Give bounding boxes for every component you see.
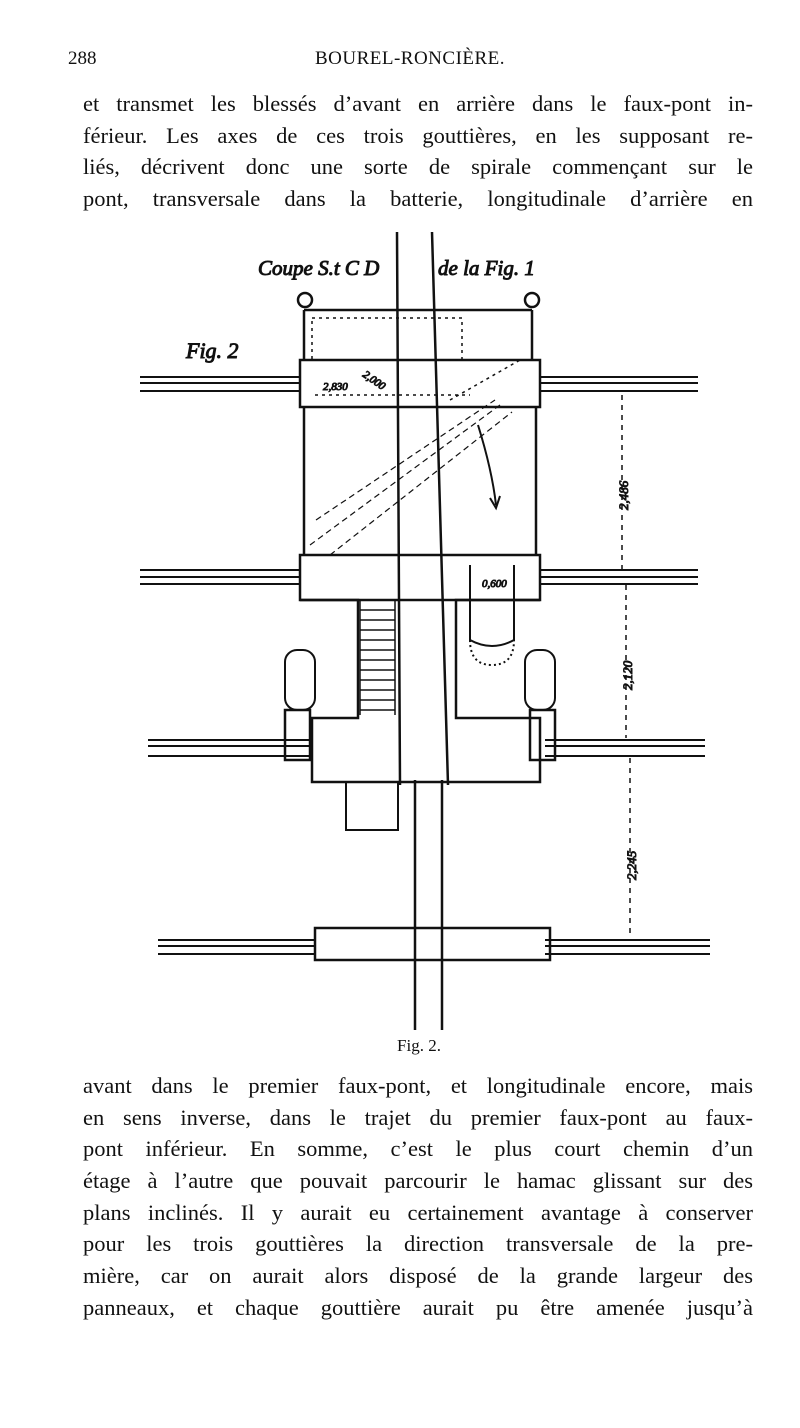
text-line: et transmet les blessés d’avant en arriè… xyxy=(83,91,753,116)
dimension-lines xyxy=(621,395,631,938)
dotted-hammock-outline xyxy=(311,317,521,401)
deck-lines xyxy=(140,376,710,955)
text-line: liés, décrivent donc une sorte de spiral… xyxy=(83,154,753,180)
inclined-chute xyxy=(309,399,513,556)
lower-hatch xyxy=(283,598,557,962)
text-line: avant dans le premier faux-pont, et long… xyxy=(83,1073,753,1098)
text-line: mière, car on aurait alors disposé de la… xyxy=(83,1263,753,1289)
capstan-right xyxy=(524,649,556,711)
page-number: 288 xyxy=(68,48,97,69)
page-header: 288 BOUREL-RONCIÈRE. xyxy=(68,48,752,78)
text-line: étage à l’autre que pouvait parcourir le… xyxy=(83,1168,753,1194)
dim-deck2: 2,120 xyxy=(620,660,635,690)
running-head: BOUREL-RONCIÈRE. xyxy=(314,48,506,69)
figure-labels: Coupe S.t C D de la Fig. 1 Fig. 2 2,830 … xyxy=(185,256,640,881)
text-line: férieur. Les axes de ces trois gouttière… xyxy=(83,122,753,148)
dim-deck3: 2,245 xyxy=(624,850,639,880)
text-line: panneaux, et chaque gouttière aurait pu … xyxy=(83,1294,753,1320)
dim-deck1: 2,486 xyxy=(616,480,631,510)
text-line: pont inférieur. En somme, c’est le plus … xyxy=(83,1136,753,1162)
capstan-left xyxy=(284,649,316,711)
text-line: pont, transversale dans la batterie, lon… xyxy=(83,186,753,212)
text-line: pour les trois gouttières la direction t… xyxy=(83,1231,753,1257)
figure-label: Fig. 2 xyxy=(185,338,239,363)
dim-diag-top: 2,000 xyxy=(360,369,388,393)
dim-chute: 0,600 xyxy=(482,578,507,590)
figure-caption: Fig. 2. xyxy=(397,1036,441,1055)
dim-width-top: 2,830 xyxy=(323,381,348,393)
figure-title-left: Coupe S.t C D xyxy=(258,256,379,280)
text-line: plans inclinés. Il y aurait eu certainem… xyxy=(83,1199,753,1225)
paragraph-bottom: avant dans le premier faux-pont, et long… xyxy=(83,1070,753,1324)
text-line: en sens inverse, dans le trajet du premi… xyxy=(83,1104,753,1130)
figure-title-right: de la Fig. 1 xyxy=(438,256,535,280)
hammock-chute xyxy=(345,565,515,831)
stairs xyxy=(359,600,396,715)
hatch-frame xyxy=(296,291,542,602)
mast xyxy=(395,231,450,1030)
paragraph-top: et transmet les blessés d’avant en arriè… xyxy=(83,88,753,215)
